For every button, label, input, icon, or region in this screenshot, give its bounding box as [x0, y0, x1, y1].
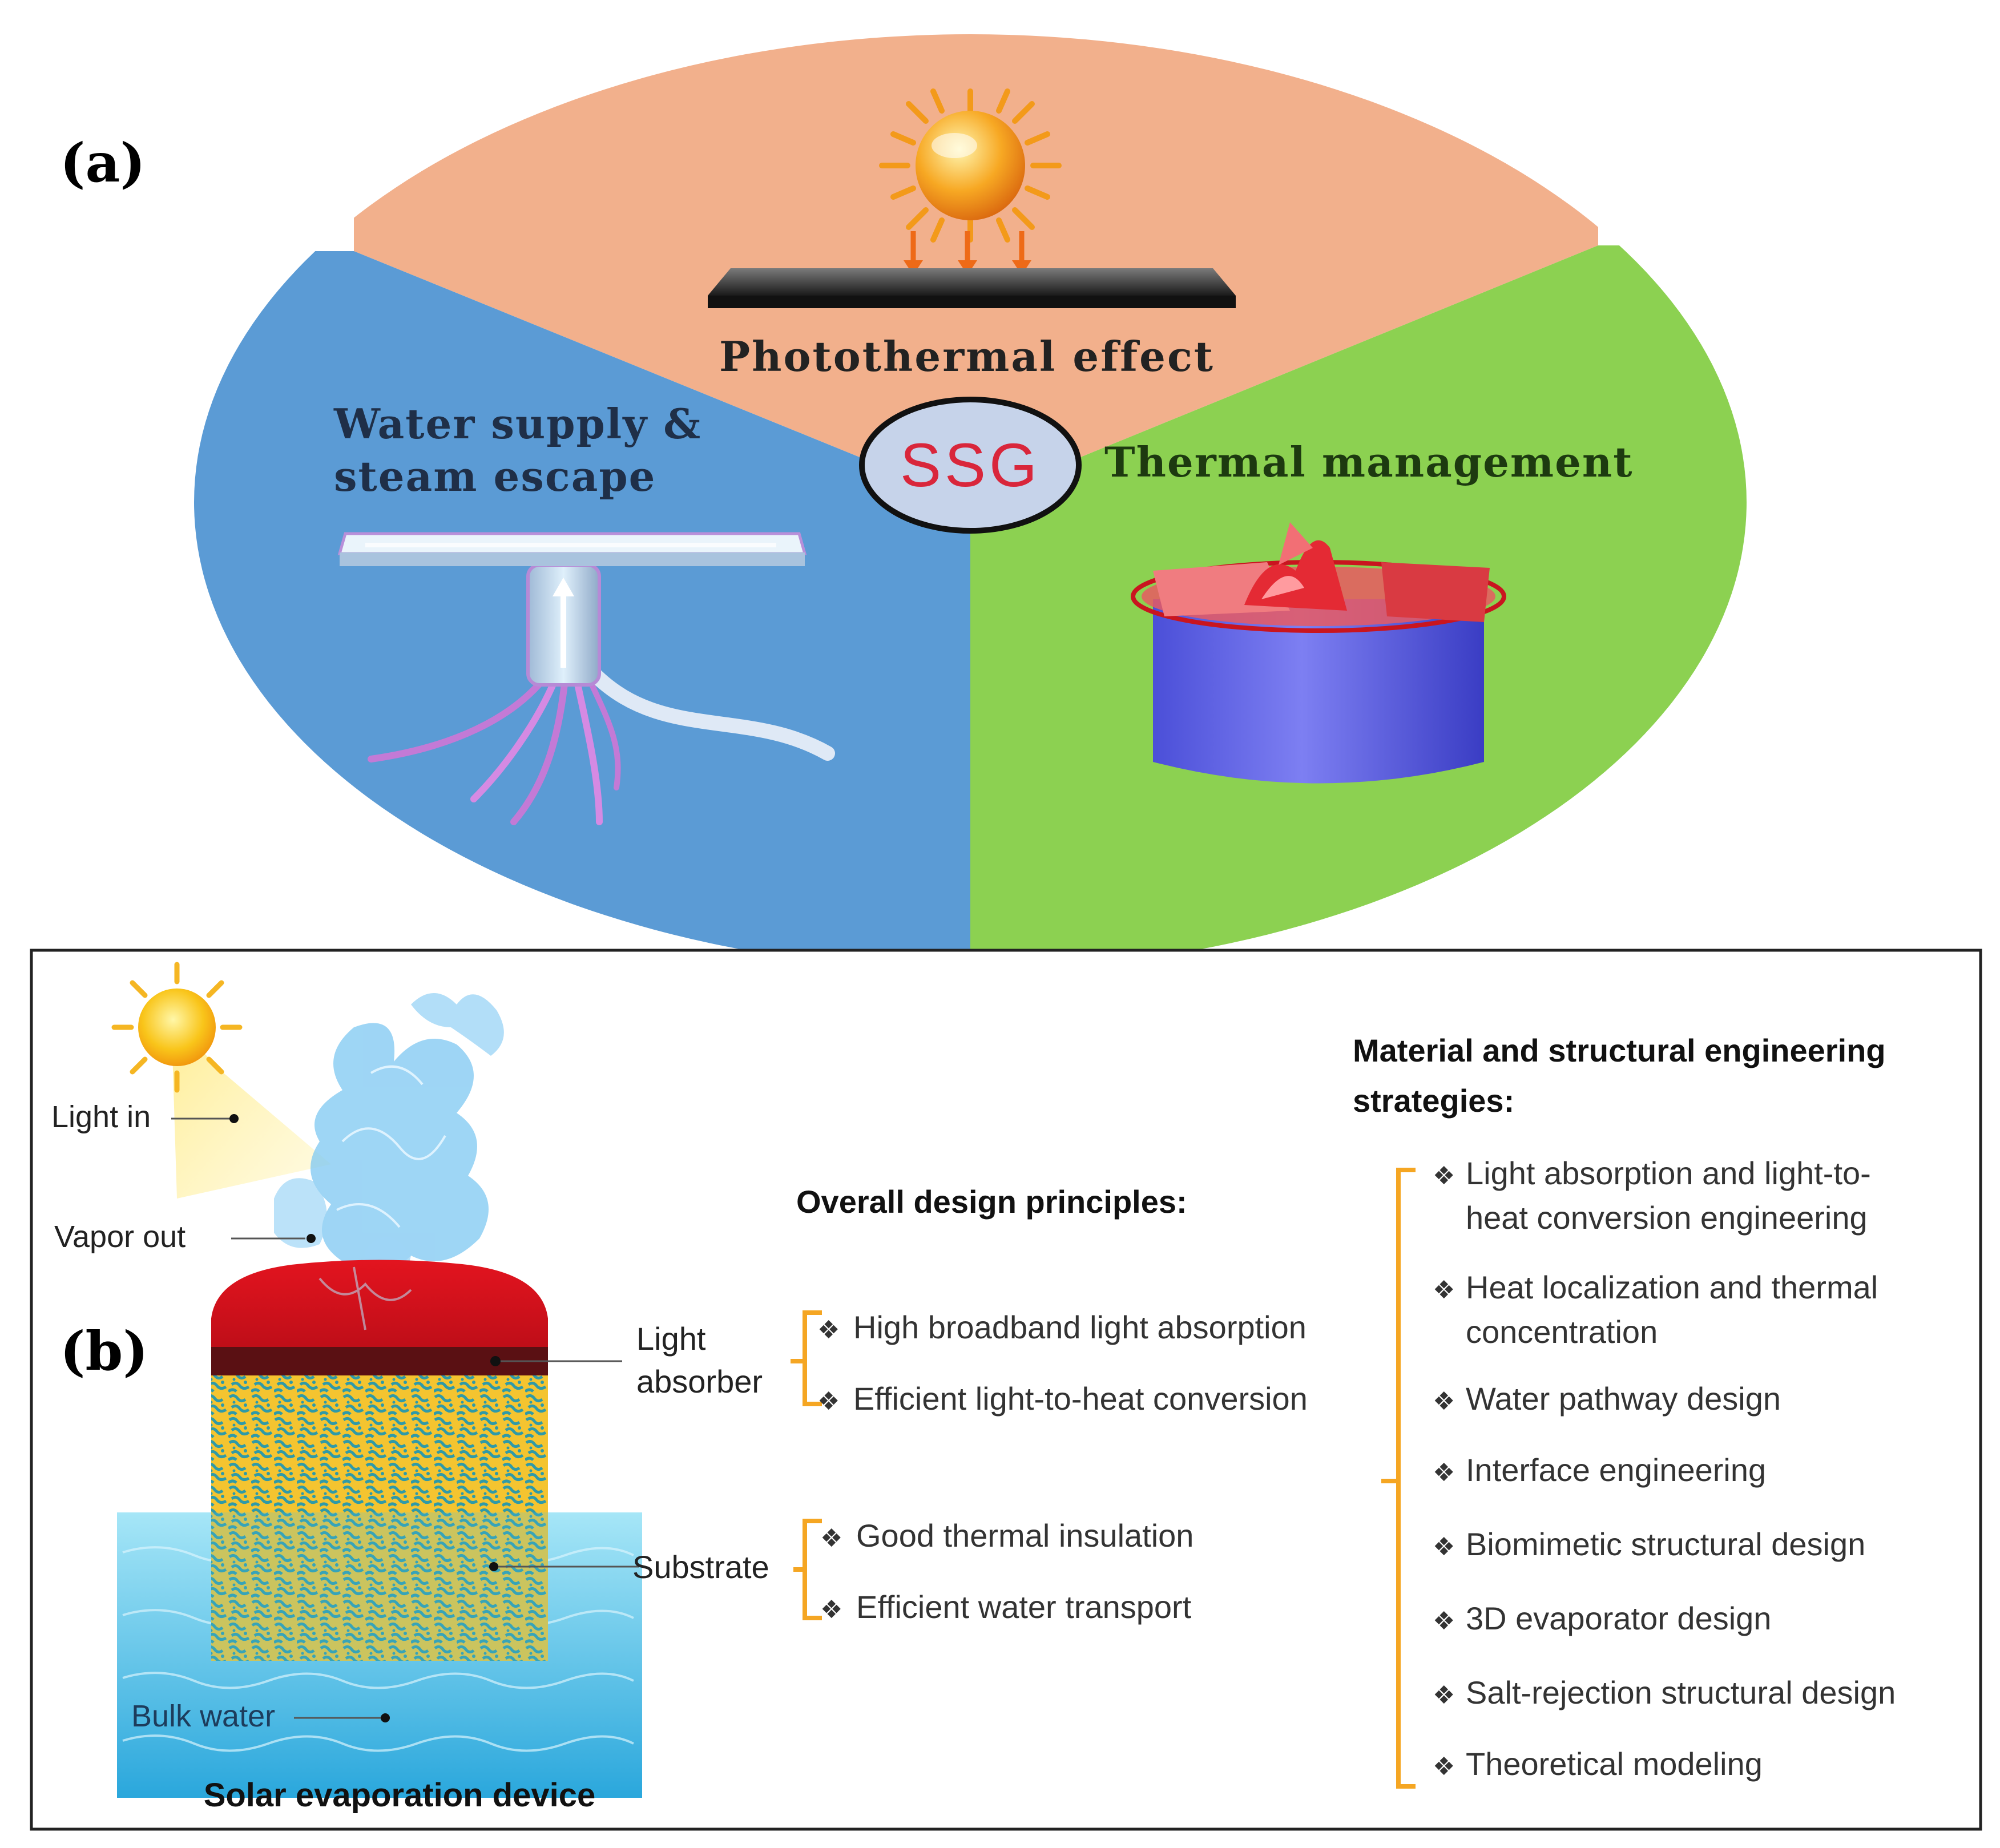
- sector-label-water-supply-line2: steam escape: [334, 452, 656, 501]
- bullet-icon: ❖: [1433, 1681, 1455, 1709]
- strategies-heading-line1: Material and structural engineering: [1353, 1032, 1886, 1068]
- ssg-center-badge: SSG: [862, 400, 1079, 531]
- bullet-icon: ❖: [1433, 1459, 1455, 1487]
- strategy-item-line: Salt-rejection structural design: [1466, 1675, 1896, 1710]
- absorber-principle-item: High broadband light absorption: [853, 1309, 1307, 1345]
- bullet-icon: ❖: [820, 1596, 842, 1624]
- label-light-in: Light in: [51, 1100, 151, 1134]
- strategy-item-line: concentration: [1466, 1314, 1658, 1350]
- strategy-item-line: Water pathway design: [1466, 1381, 1781, 1417]
- substrate-principle-item: Efficient water transport: [856, 1589, 1192, 1625]
- panel-b-label: (b): [60, 1320, 148, 1383]
- panel-a: (a): [60, 0, 1769, 999]
- strategy-item-line: Biomimetic structural design: [1466, 1526, 1865, 1562]
- label-bulk-water: Bulk water: [131, 1699, 275, 1733]
- bullet-icon: ❖: [1433, 1753, 1455, 1781]
- strategy-item-line: Theoretical modeling: [1466, 1746, 1763, 1782]
- label-vapor-out: Vapor out: [54, 1220, 186, 1254]
- bullet-icon: ❖: [817, 1387, 840, 1415]
- sector-label-water-supply-line1: Water supply &: [333, 400, 701, 448]
- label-light-absorber-line2: absorber: [636, 1363, 763, 1399]
- strategies-heading-line2: strategies:: [1353, 1083, 1514, 1119]
- sun-icon-b: [114, 965, 240, 1090]
- strategy-item-line: 3D evaporator design: [1466, 1600, 1771, 1636]
- substrate-principle-item: Good thermal insulation: [856, 1518, 1193, 1554]
- absorber-plate: [708, 268, 1236, 308]
- bullet-icon: ❖: [817, 1316, 840, 1344]
- panel-a-label: (a): [60, 132, 146, 195]
- bullet-icon: ❖: [1433, 1607, 1455, 1635]
- sector-label-photothermal: Photothermal effect: [719, 332, 1215, 381]
- strategy-item-line: heat conversion engineering: [1466, 1200, 1868, 1236]
- device-title: Solar evaporation device: [204, 1777, 596, 1814]
- label-substrate: Substrate: [632, 1549, 769, 1585]
- label-light-absorber-line1: Light: [636, 1321, 706, 1357]
- sector-label-thermal-management: Thermal management: [1104, 438, 1634, 486]
- bullet-icon: ❖: [820, 1524, 842, 1552]
- panel-b: (b): [31, 950, 1981, 1829]
- bullet-icon: ❖: [1433, 1162, 1455, 1190]
- ssg-label: SSG: [900, 430, 1041, 499]
- strategy-item-line: Interface engineering: [1466, 1452, 1766, 1488]
- strategy-item-line: Heat localization and thermal: [1466, 1269, 1878, 1305]
- bullet-icon: ❖: [1433, 1276, 1455, 1304]
- strategy-item-line: Light absorption and light-to-: [1466, 1155, 1871, 1191]
- overall-heading: Overall design principles:: [796, 1184, 1187, 1220]
- absorber-principle-item: Efficient light-to-heat conversion: [853, 1381, 1308, 1417]
- bullet-icon: ❖: [1433, 1533, 1455, 1561]
- bullet-icon: ❖: [1433, 1387, 1455, 1415]
